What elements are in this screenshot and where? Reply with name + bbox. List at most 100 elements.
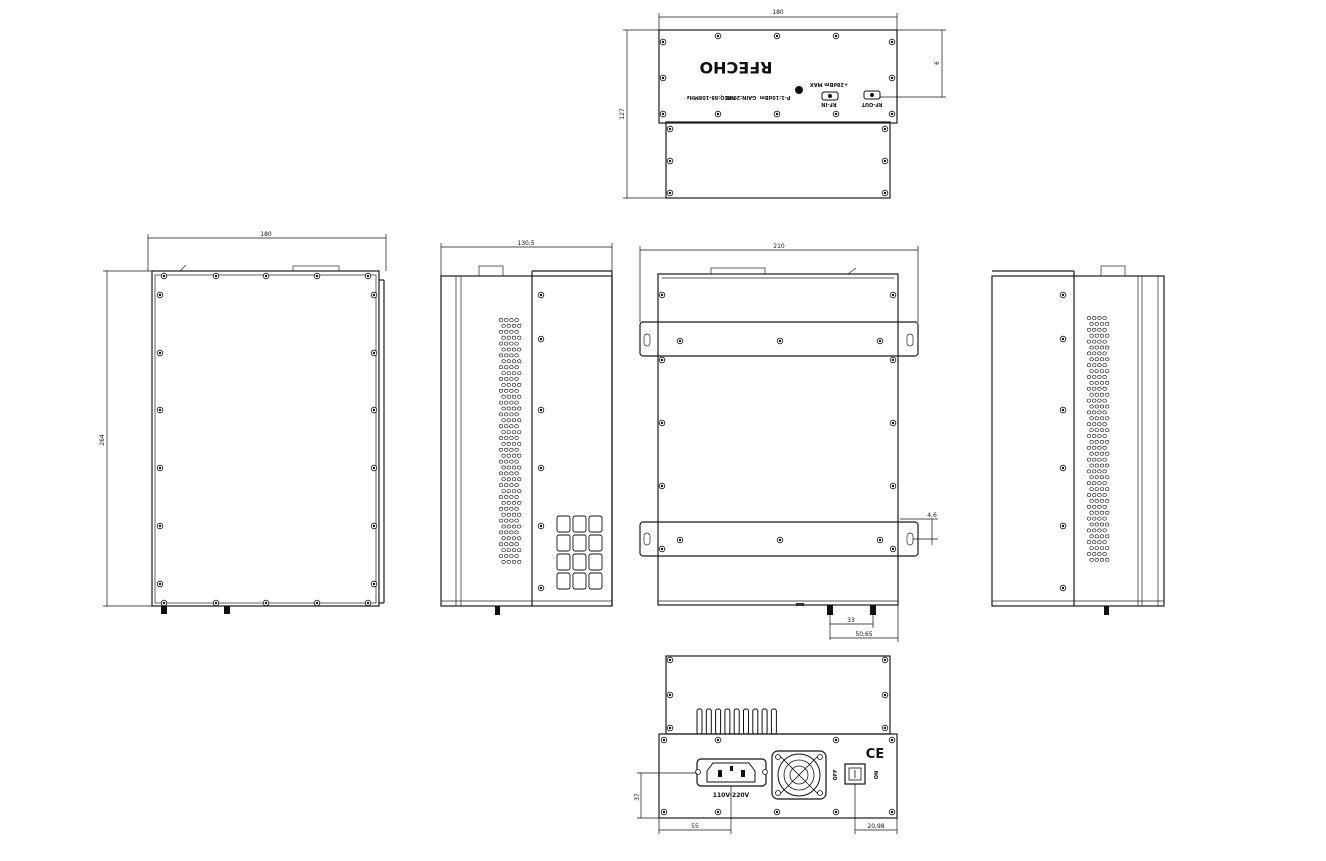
dim-conn-spacing: 33: [847, 617, 855, 624]
vent-hole: [1105, 428, 1110, 433]
ce-mark-icon: CE: [866, 747, 884, 762]
vent-hole: [1086, 339, 1092, 344]
vent-hole: [511, 382, 517, 387]
vent-hole: [517, 500, 522, 505]
vent-hole: [1092, 316, 1097, 320]
vent-hole: [1089, 345, 1094, 350]
vent-hole: [1092, 552, 1097, 556]
vent-hole: [517, 489, 522, 494]
vent-hole: [501, 465, 506, 470]
vent-hole: [501, 500, 506, 505]
vent-hole: [517, 335, 522, 340]
vent-hole: [1089, 321, 1094, 326]
vent-hole: [1097, 481, 1102, 486]
vent-hole: [1094, 392, 1099, 397]
vent-hole: [1099, 534, 1105, 539]
vent-hole: [509, 471, 514, 476]
vent-hole: [1086, 445, 1092, 450]
vent-hole: [498, 436, 504, 440]
left-side-view: 180 264: [99, 231, 387, 614]
vent-hole: [501, 430, 506, 435]
vent-hole: [509, 554, 514, 558]
dim-front-width: 210: [773, 243, 785, 250]
vent-hole: [1097, 351, 1102, 356]
front-view-body: [657, 273, 899, 606]
vent-hole: [1086, 327, 1092, 332]
knob-icon: [795, 86, 803, 94]
middle-connector-icon: [495, 606, 500, 615]
vent-hole: [1105, 380, 1110, 385]
vent-hole: [506, 371, 511, 376]
dim-top-width: 180: [772, 9, 784, 16]
dim-top-offset: 6: [934, 61, 941, 65]
vent-hole: [1089, 380, 1094, 385]
vent-hole: [517, 453, 522, 458]
vent-hole: [511, 347, 517, 352]
fin-slot: [588, 515, 603, 533]
vent-hole: [511, 406, 517, 411]
label-rf-in: RF-IN: [821, 101, 836, 107]
vent-hole: [514, 377, 519, 381]
dim-middle-width: 130,5: [517, 240, 534, 247]
vent-hole: [1092, 516, 1097, 521]
vent-hole: [1094, 439, 1099, 444]
vent-hole: [504, 377, 509, 381]
vent-hole: [1102, 339, 1107, 344]
vent-hole: [1097, 398, 1102, 403]
vent-hole: [1092, 351, 1097, 356]
front-connector-in-icon: [827, 605, 833, 615]
front-view: 210 33 50,65 4,6: [639, 243, 938, 642]
vent-holes: [1086, 316, 1110, 562]
dim-socket-offset: 55: [691, 823, 699, 830]
vent-hole: [498, 377, 504, 381]
vent-hole: [501, 548, 506, 553]
vent-hole: [506, 430, 511, 435]
vent-hole: [517, 477, 522, 482]
vent-hole: [1099, 416, 1105, 421]
vent-hole: [504, 471, 509, 476]
vent-hole: [511, 477, 517, 482]
vent-hole: [1097, 386, 1102, 391]
vent-hole: [506, 394, 511, 399]
vent-hole: [1105, 487, 1110, 492]
vent-hole: [517, 347, 522, 352]
vent-hole: [1102, 422, 1107, 427]
vent-hole: [1092, 339, 1097, 344]
vent-hole: [504, 400, 509, 405]
vent-hole: [509, 447, 514, 452]
vent-hole: [1092, 445, 1097, 450]
vent-hole: [511, 430, 517, 435]
vent-hole: [501, 406, 506, 411]
vent-hole: [501, 512, 506, 517]
heatsink-fin: [733, 708, 740, 735]
vent-hole: [506, 536, 511, 541]
vent-hole: [511, 489, 517, 494]
vent-hole: [514, 329, 519, 334]
iec-power-socket-icon: [695, 758, 768, 787]
vent-hole: [1094, 321, 1099, 326]
vent-hole: [506, 347, 511, 352]
vent-hole: [1094, 404, 1099, 409]
dim-switch-offset: 20,98: [867, 823, 884, 830]
vent-hole: [506, 441, 511, 446]
vent-hole: [1105, 357, 1110, 362]
vent-hole: [506, 359, 511, 364]
vent-hole: [1086, 398, 1092, 403]
vent-hole: [1105, 522, 1110, 527]
middle-side-view: 130,5: [440, 240, 613, 615]
vent-hole: [1086, 316, 1092, 320]
vent-hole: [509, 518, 514, 523]
vent-hole: [1092, 481, 1097, 486]
vent-hole: [504, 353, 509, 358]
vent-hole: [517, 382, 522, 387]
vent-hole: [511, 418, 517, 423]
vent-hole: [498, 388, 504, 393]
heatsink-fins: [696, 708, 777, 735]
label-rf-out: RF-OUT: [861, 101, 882, 107]
vent-hole: [509, 483, 514, 488]
brand-logo: RFECHO: [700, 58, 773, 77]
vent-hole: [511, 500, 517, 505]
vent-hole: [504, 436, 509, 440]
vent-hole: [1105, 369, 1110, 374]
vent-hole: [1097, 528, 1102, 533]
